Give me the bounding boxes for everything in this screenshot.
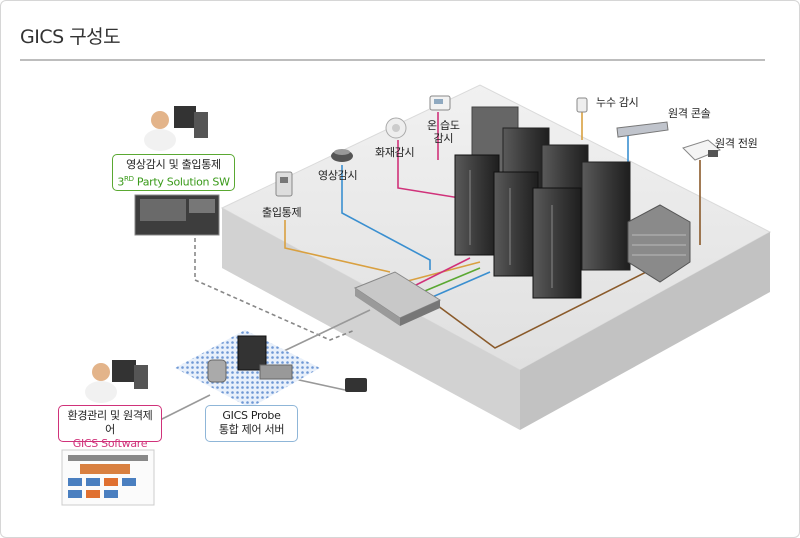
gics-software-line2: GICS Software (72, 437, 148, 450)
temp-humidity-sensor (429, 95, 451, 111)
temp-humidity-label: 온 습도 감시 (427, 119, 460, 145)
switch-brown-line (429, 249, 691, 349)
gics-software-screen (61, 449, 155, 506)
video-surveillance-line (341, 165, 431, 270)
fire-monitoring-label: 화재감시 (375, 146, 415, 159)
temp-humidity-label-line2: 감시 (433, 132, 454, 145)
third-party-line2-sup: RD (124, 175, 134, 183)
title-divider (20, 59, 765, 61)
leak-sensor (576, 97, 588, 113)
leak-detection-label: 누수 감시 (596, 96, 639, 109)
third-party-dashed-line (194, 238, 356, 341)
third-party-line2-pre: 3 (117, 175, 125, 189)
access-control-device (275, 171, 293, 197)
console-switch (616, 121, 669, 138)
connection-lines (159, 110, 701, 421)
ip-phone (345, 378, 367, 392)
power-cabinet (627, 204, 691, 283)
gics-probe-line2: 통합 제어 서버 (218, 423, 285, 436)
switch-green-line (419, 267, 481, 294)
temp-humidity-label-line1: 온 습도 (427, 119, 460, 132)
third-party-line2: 3RD Party Solution SW (117, 172, 230, 190)
gics-software-box: 환경관리 및 원격제어 GICS Software (58, 405, 162, 450)
switch-blue-line (429, 271, 491, 299)
gics-probe-line1: GICS Probe (222, 409, 281, 422)
access-control-line (284, 220, 391, 273)
switch-pink-line (409, 257, 471, 289)
video-surveillance-label: 영상감시 (318, 169, 358, 182)
gics-probe-box: GICS Probe 통합 제어 서버 (205, 405, 298, 442)
operator-gics (85, 360, 148, 403)
page-title: GICS 구성도 (20, 26, 121, 48)
probe-to-phone-line (289, 377, 346, 391)
access-control-label: 출입통제 (262, 206, 302, 219)
power-controller (682, 139, 721, 161)
smoke-detector (385, 117, 407, 139)
third-party-line2-post: Party Solution SW (133, 175, 230, 189)
probe-server (207, 335, 293, 383)
gics-software-line1: 환경관리 및 원격제어 (67, 409, 153, 436)
operator-3rd-party (144, 106, 208, 151)
network-switch (353, 271, 442, 326)
video-monitor-screen (134, 194, 220, 236)
software-to-probe-line (159, 394, 211, 421)
third-party-box: 영상감시 및 출입통제 3RD Party Solution SW (112, 154, 235, 191)
remote-power-label: 원격 전원 (715, 137, 758, 150)
server-racks-front (454, 154, 582, 299)
third-party-line1: 영상감시 및 출입통제 (126, 158, 221, 171)
remote-console-label: 원격 콘솔 (668, 107, 711, 120)
dome-camera (331, 149, 353, 162)
